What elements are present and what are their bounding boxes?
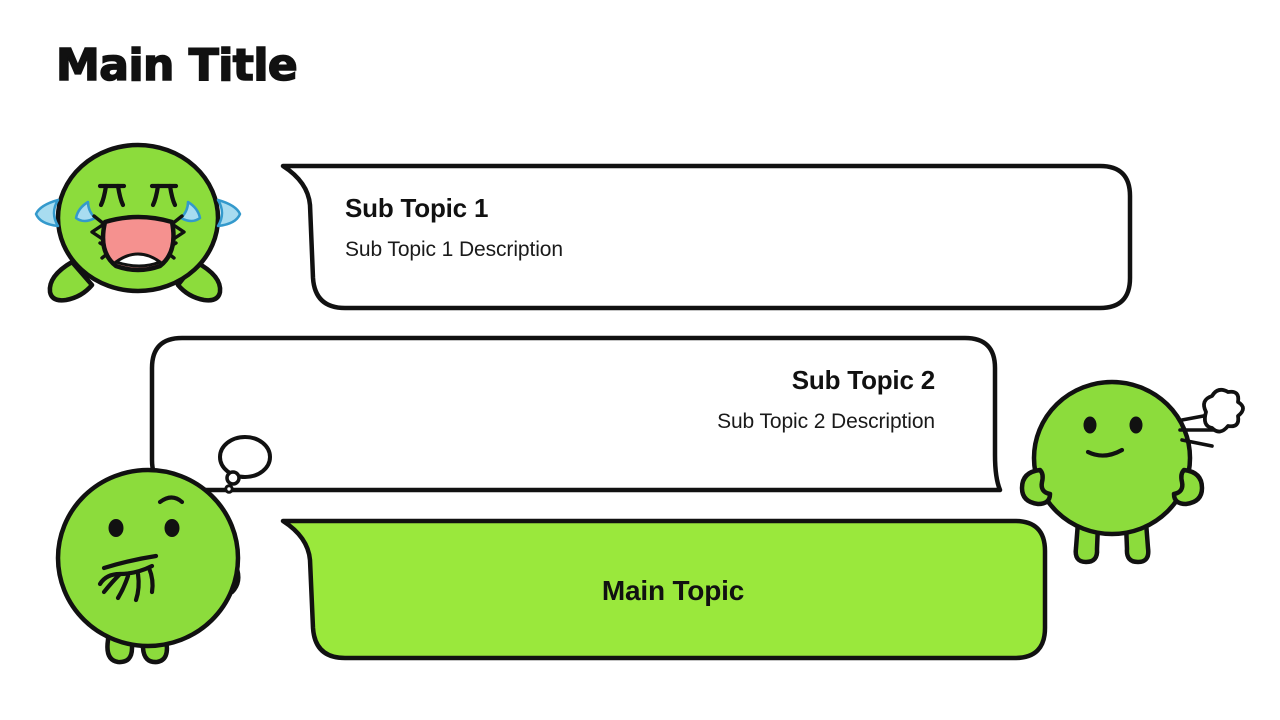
thinking-blob-character [55,467,241,665]
sub-topic-1-description: Sub Topic 1 Description [345,237,563,261]
frustrated-blob-character [1019,379,1245,565]
sub-topic-1-heading: Sub Topic 1 [345,193,489,223]
main-topic-text-block: Main Topic [313,575,1033,607]
thought-bubble-icon [218,435,272,494]
hand-left [1019,467,1053,507]
crying-mouth [100,214,176,273]
crying-blob-character [34,142,242,303]
closed-eye-icon [97,183,179,208]
page-title: Main Title [55,40,298,91]
tear-icon [34,198,242,228]
sub-topic-1-text-block: Sub Topic 1 Sub Topic 1 Description [345,192,563,263]
steam-lines-icon [1178,412,1216,448]
eyebrow-icon [157,495,185,505]
eye-icon [108,519,180,537]
hand-right [1171,467,1205,507]
main-topic-heading: Main Topic [601,575,745,606]
mouth-line [101,553,159,571]
eye-icon [1083,416,1143,434]
hand-on-chin-icon [97,563,155,603]
sub-topic-2-text-block: Sub Topic 2 Sub Topic 2 Description [455,364,935,435]
mouth-line [1085,447,1125,458]
cheek-lines [90,214,186,260]
steam-puff-icon [1202,387,1245,434]
sub-topic-2-heading: Sub Topic 2 [791,365,935,395]
sub-topic-2-description: Sub Topic 2 Description [717,409,935,433]
